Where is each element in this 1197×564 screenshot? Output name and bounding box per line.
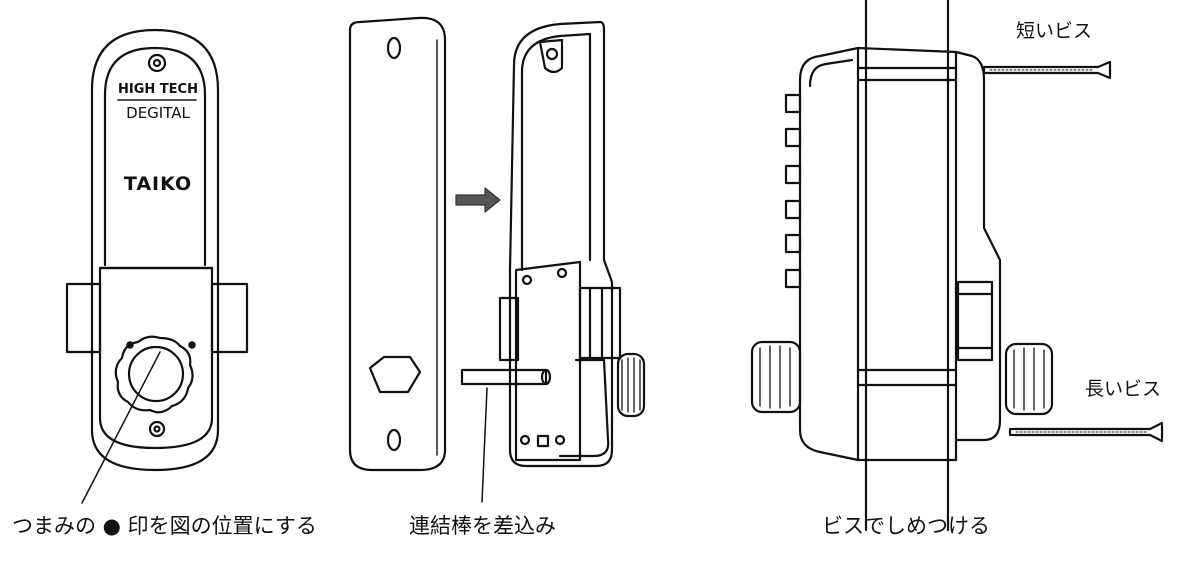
keypad-buttons bbox=[784, 93, 802, 289]
bottom-screw-hole bbox=[148, 420, 166, 438]
front-unit-figure bbox=[65, 28, 249, 504]
right-arrow-icon bbox=[455, 187, 501, 213]
brand-line2: DEGITAL bbox=[126, 104, 190, 122]
brand-line1: HIGH TECH bbox=[118, 82, 198, 97]
caption-step2: 連結棒を差込み bbox=[409, 514, 556, 538]
connecting-rod bbox=[460, 368, 548, 386]
long-screw bbox=[1008, 421, 1164, 443]
back-plate-figure bbox=[348, 16, 447, 472]
right-latch bbox=[210, 282, 249, 354]
label-short-screw: 短いビス bbox=[1016, 20, 1093, 42]
label-long-screw: 長いビス bbox=[1085, 378, 1162, 400]
caption-step1: つまみの ● 印を図の位置にする bbox=[12, 514, 317, 538]
top-screw-hole bbox=[147, 53, 167, 73]
caption-step3: ビスでしめつける bbox=[822, 514, 990, 538]
inner-unit-figure bbox=[460, 20, 646, 503]
installed-figure bbox=[750, 0, 1164, 532]
plate-top-hole bbox=[386, 36, 402, 60]
knob bbox=[114, 335, 194, 414]
plate-bottom-hole bbox=[386, 428, 402, 452]
right-knob bbox=[1004, 342, 1054, 416]
left-latch bbox=[65, 282, 102, 354]
indicator-dot bbox=[188, 341, 196, 349]
brand-logo: TAIKO bbox=[124, 173, 192, 195]
hex-spindle-hole bbox=[368, 355, 422, 394]
short-screw bbox=[982, 60, 1112, 80]
left-knob bbox=[750, 340, 802, 414]
